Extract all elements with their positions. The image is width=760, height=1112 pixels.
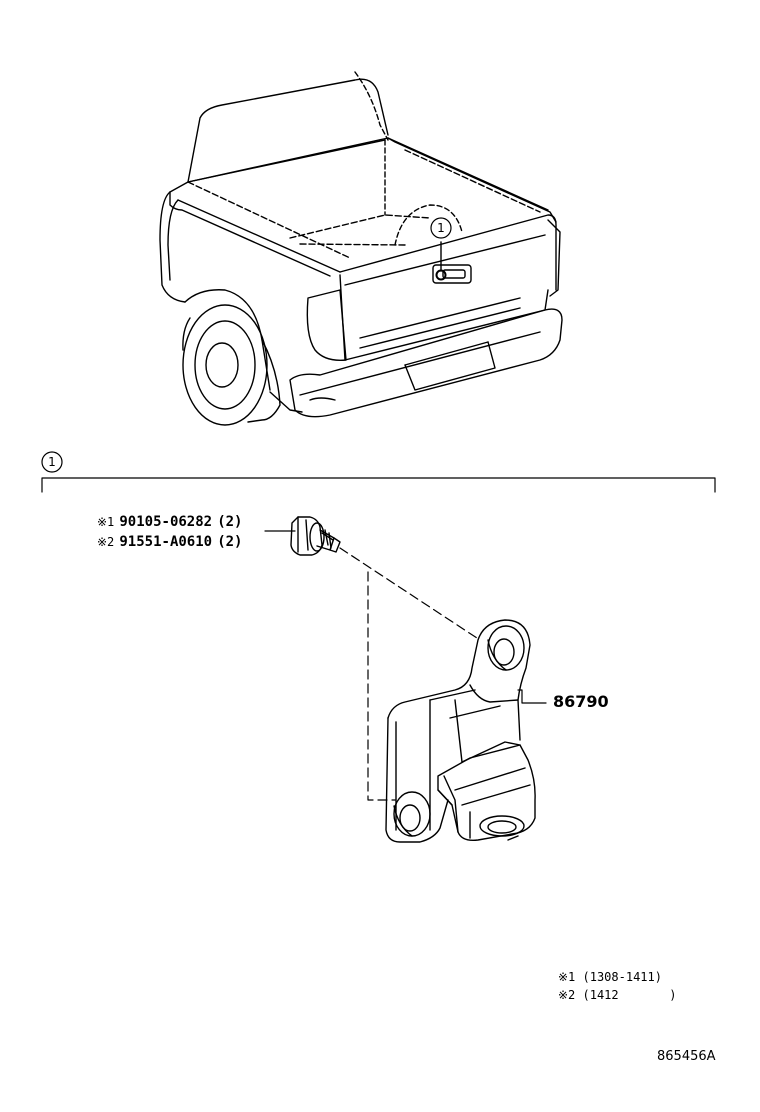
note-line-1: ※1 (1308-1411)	[558, 970, 662, 984]
bolt-part-line-2: ※2 91551-A0610 (2)	[97, 533, 242, 549]
bolt-part-number-1: 90105-06282	[119, 514, 213, 530]
bolt-mark-2: ※2	[97, 535, 115, 549]
camera-illustration	[385, 619, 536, 843]
bolt-qty-2: (2)	[217, 534, 243, 550]
camera-part-number: 86790	[553, 692, 609, 711]
pickup-truck-illustration	[159, 71, 563, 426]
bolt-illustration	[264, 516, 341, 556]
bolt-part-number-2: 91551-A0610	[119, 534, 213, 550]
section-callout: 1	[48, 455, 56, 469]
truck-callout: 1	[437, 221, 445, 235]
bolt-mark-1: ※1	[97, 515, 115, 529]
diagram-id: 865456A	[657, 1049, 716, 1064]
bolt-part-line-1: ※1 90105-06282 (2)	[97, 513, 242, 529]
note-line-2: ※2 (1412 )	[558, 988, 677, 1002]
bolt-qty-1: (2)	[217, 514, 243, 530]
section-bracket	[41, 477, 716, 493]
